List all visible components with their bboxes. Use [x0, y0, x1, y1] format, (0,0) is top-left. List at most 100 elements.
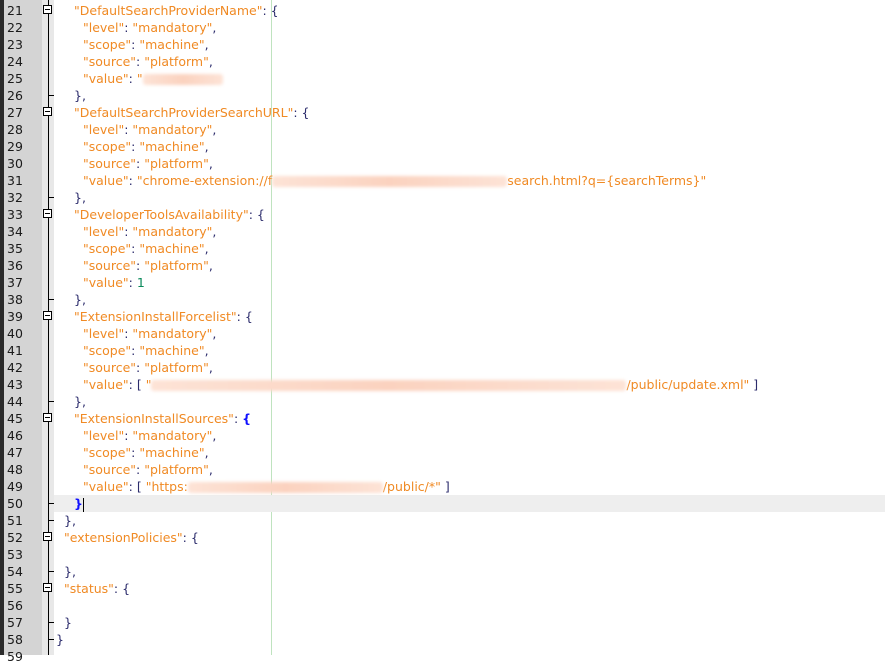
code-text: "level": "mandatory", — [83, 427, 216, 444]
code-text: "value": [ "https: /public/*" ] — [83, 478, 450, 495]
fold-collapse-icon[interactable] — [43, 209, 52, 218]
colon: : — [182, 530, 191, 545]
line-number: 21 — [7, 3, 23, 18]
code-line[interactable]: 58} — [0, 631, 885, 648]
json-string-value: "machine" — [139, 37, 205, 52]
code-line[interactable]: 41"scope": "machine", — [0, 342, 885, 359]
code-line[interactable]: 38}, — [0, 291, 885, 308]
code-line[interactable]: 42"source": "platform", — [0, 359, 885, 376]
json-key: "level" — [83, 428, 125, 443]
colon: : — [293, 105, 302, 120]
open-brace: { — [242, 411, 252, 426]
code-line[interactable]: 45"ExtensionInstallSources": { — [0, 410, 885, 427]
colon: : — [262, 3, 271, 18]
open-bracket: [ — [136, 479, 146, 494]
json-string-value: "machine" — [139, 445, 205, 460]
code-text: "source": "platform", — [83, 155, 213, 172]
code-text: }, — [74, 87, 86, 104]
json-string-value: "machine" — [139, 241, 205, 256]
code-line[interactable]: 40"level": "mandatory", — [0, 325, 885, 342]
json-key: "source" — [83, 54, 137, 69]
code-line[interactable]: 24"source": "platform", — [0, 53, 885, 70]
code-line[interactable]: 37"value": 1 — [0, 274, 885, 291]
code-text: "level": "mandatory", — [83, 19, 216, 36]
json-key: "ExtensionInstallForcelist" — [74, 309, 237, 324]
close-bracket: ] — [440, 479, 450, 494]
code-line[interactable]: 50} — [0, 495, 885, 512]
code-line[interactable]: 34 "level": "mandatory", — [0, 223, 885, 240]
code-line[interactable]: 22"level": "mandatory", — [0, 19, 885, 36]
comma: , — [212, 20, 217, 35]
json-key: "source" — [83, 462, 137, 477]
colon: : — [248, 207, 257, 222]
fold-collapse-icon[interactable] — [43, 107, 52, 116]
fold-end-marker — [48, 503, 54, 504]
json-string-value: "platform" — [144, 360, 209, 375]
fold-collapse-icon[interactable] — [43, 311, 52, 320]
fold-end-marker — [48, 401, 54, 402]
code-line[interactable]: 23"scope": "machine", — [0, 36, 885, 53]
colon: : — [128, 479, 137, 494]
fold-end-marker — [48, 197, 54, 198]
code-line[interactable]: 51}, — [0, 512, 885, 529]
fold-collapse-icon[interactable] — [43, 5, 52, 14]
code-line[interactable]: 55"status": { — [0, 580, 885, 597]
code-line[interactable]: 52"extensionPolicies": { — [0, 529, 885, 546]
code-line[interactable]: 56 — [0, 597, 885, 614]
colon: : — [113, 581, 123, 596]
comma: , — [204, 37, 209, 52]
code-line[interactable]: 35"scope": "machine", — [0, 240, 885, 257]
code-text: "source": "platform", — [83, 257, 213, 274]
code-line[interactable]: 30"source": "platform", — [0, 155, 885, 172]
code-text: } — [64, 614, 72, 631]
json-string-value: /public/update.xml" — [626, 377, 750, 392]
colon: : — [124, 122, 133, 137]
code-line[interactable]: 26}, — [0, 87, 885, 104]
code-line[interactable]: 21"DefaultSearchProviderName": { — [0, 2, 885, 19]
json-string-value: /public/*" — [382, 479, 441, 494]
code-line[interactable]: 46"level": "mandatory", — [0, 427, 885, 444]
line-number-gutter — [4, 0, 42, 655]
code-line[interactable]: 29"scope": "machine", — [0, 138, 885, 155]
code-line[interactable]: 33"DeveloperToolsAvailability": { — [0, 206, 885, 223]
code-line[interactable]: 39"ExtensionInstallForcelist": { — [0, 308, 885, 325]
line-number: 59 — [7, 649, 23, 664]
code-line[interactable]: 44}, — [0, 393, 885, 410]
json-string-value: "chrome-extension://f — [136, 173, 273, 188]
comma: , — [204, 241, 209, 256]
code-line[interactable]: 27"DefaultSearchProviderSearchURL": { — [0, 104, 885, 121]
fold-end-marker — [48, 639, 54, 640]
comma: , — [204, 343, 209, 358]
line-number: 39 — [7, 309, 23, 324]
line-number: 34 — [7, 224, 23, 239]
code-line[interactable]: 25"value": " — [0, 70, 885, 87]
json-string-value: "mandatory" — [132, 122, 213, 137]
code-line[interactable]: 53 — [0, 546, 885, 563]
fold-collapse-icon[interactable] — [43, 532, 52, 541]
code-line[interactable]: 43"value": [ "/public/update.xml" ] — [0, 376, 885, 393]
long-line-edge-marker — [271, 0, 272, 655]
code-line[interactable]: 49"value": [ "https:/public/*" ] — [0, 478, 885, 495]
code-line[interactable]: 32}, — [0, 189, 885, 206]
code-line[interactable]: 28"level": "mandatory", — [0, 121, 885, 138]
code-line[interactable]: 48"source": "platform", — [0, 461, 885, 478]
json-string-value: "https: — [145, 479, 188, 494]
line-number: 44 — [7, 394, 23, 409]
code-text: "source": "platform", — [83, 359, 213, 376]
code-line[interactable]: 57} — [0, 614, 885, 631]
fold-collapse-icon[interactable] — [43, 413, 52, 422]
line-number: 52 — [7, 530, 23, 545]
code-line[interactable]: 47"scope": "machine", — [0, 444, 885, 461]
code-line[interactable]: 54}, — [0, 563, 885, 580]
code-line[interactable]: 59 — [0, 648, 885, 665]
open-brace: { — [122, 581, 131, 596]
code-text: "source": "platform", — [83, 461, 213, 478]
close-brace: }, — [74, 292, 86, 307]
code-text: "level": "mandatory", — [83, 223, 216, 240]
fold-collapse-icon[interactable] — [43, 583, 52, 592]
code-line[interactable]: 36"source": "platform", — [0, 257, 885, 274]
json-key: "value" — [83, 479, 129, 494]
